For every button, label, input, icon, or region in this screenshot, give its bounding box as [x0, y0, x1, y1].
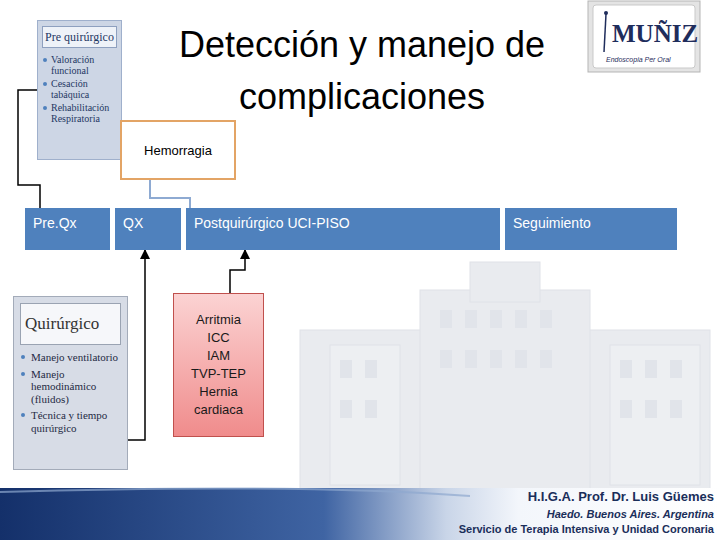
bullet-item: Técnica y tiempo quirúrgico — [20, 409, 121, 434]
logo-frame — [588, 1, 700, 72]
node-text: Hemorragia — [144, 143, 212, 158]
node-line: Arritmia — [196, 311, 241, 329]
heading-text: Pre quirúrgico — [45, 30, 114, 44]
node-text: Postquirúrgico UCI-PISO — [194, 215, 350, 231]
connector — [150, 180, 190, 208]
timeline-cell: Postquirúrgico UCI-PISO — [186, 208, 500, 250]
node-line: QX — [123, 215, 173, 232]
logo-text: MUÑIZ — [612, 20, 698, 48]
node-text: Arritmia — [196, 312, 241, 327]
timeline-cell: Pre.Qx — [25, 208, 110, 250]
bullet-text: Valoración funcional — [51, 54, 94, 76]
node-text: Seguimiento — [513, 215, 591, 231]
bullet-dot — [43, 106, 47, 110]
node-text: Hernia cardiaca — [194, 384, 243, 417]
panel-heading: Quirúrgico — [20, 303, 121, 345]
node-line: Hernia cardiaca — [178, 383, 259, 419]
connector — [128, 250, 145, 440]
phase-panel: Pre quirúrgicoValoración funcionalCesaci… — [37, 20, 122, 160]
node-line: Hemorragia — [144, 143, 212, 158]
bullet-dot — [43, 82, 47, 86]
node-text: Pre.Qx — [33, 215, 77, 231]
bullet-text: Manejo hemodinámico (fluidos) — [31, 368, 96, 405]
node-line: Pre.Qx — [33, 215, 102, 232]
complication-box: Hemorragia — [120, 120, 236, 180]
timeline-cell: Seguimiento — [505, 208, 677, 250]
bullet-dot — [43, 58, 47, 62]
footer-text: H.I.G.A. Prof. Dr. Luis Güemes — [528, 489, 714, 504]
logo-subtitle: Endoscopia Per Oral — [606, 56, 671, 63]
node-text: TVP-TEP — [191, 366, 246, 381]
footer-text: Haedo. Buenos Aires. Argentina — [547, 508, 714, 520]
complication-box: ArritmiaICC IAM TVP-TEP Hernia cardiaca — [173, 293, 264, 437]
bullet-text: Técnica y tiempo quirúrgico — [31, 409, 107, 434]
node-line: Seguimiento — [513, 215, 669, 232]
footer-band — [0, 488, 720, 540]
node-text: ICC — [207, 330, 229, 345]
connector — [230, 250, 245, 293]
slide-title: Detección y manejo de complicaciones — [147, 19, 577, 123]
node-line: ICC — [207, 329, 229, 347]
bullet-item: Valoración funcional — [42, 54, 117, 76]
heading-text: Quirúrgico — [25, 314, 99, 333]
node-line: TVP-TEP — [191, 365, 246, 383]
node-line: Postquirúrgico UCI-PISO — [194, 215, 492, 232]
footer-stripe — [0, 489, 470, 496]
bullet-dot — [21, 372, 25, 376]
node-text: IAM — [207, 348, 230, 363]
node-line: IAM — [207, 347, 230, 365]
footer-text: Servicio de Terapia Intensiva y Unidad C… — [459, 523, 714, 535]
bullet-item: Manejo hemodinámico (fluidos) — [20, 368, 121, 406]
bullet-dot — [21, 355, 25, 359]
bullet-text: Rehabilitación Respiratoria — [51, 102, 109, 124]
building-watermark — [300, 262, 710, 490]
bullet-text: Manejo ventilatorio — [31, 351, 118, 363]
bullet-text: Cesación tabáquica — [51, 78, 89, 100]
node-text: QX — [123, 215, 143, 231]
bullet-dot — [21, 413, 25, 417]
phase-panel: QuirúrgicoManejo ventilatorioManejo hemo… — [13, 296, 128, 470]
panel-heading: Pre quirúrgico — [42, 26, 117, 48]
bullet-item: Rehabilitación Respiratoria — [42, 102, 117, 124]
bullet-item: Cesación tabáquica — [42, 78, 117, 100]
timeline-cell: QX — [115, 208, 181, 250]
bullet-item: Manejo ventilatorio — [20, 351, 121, 364]
